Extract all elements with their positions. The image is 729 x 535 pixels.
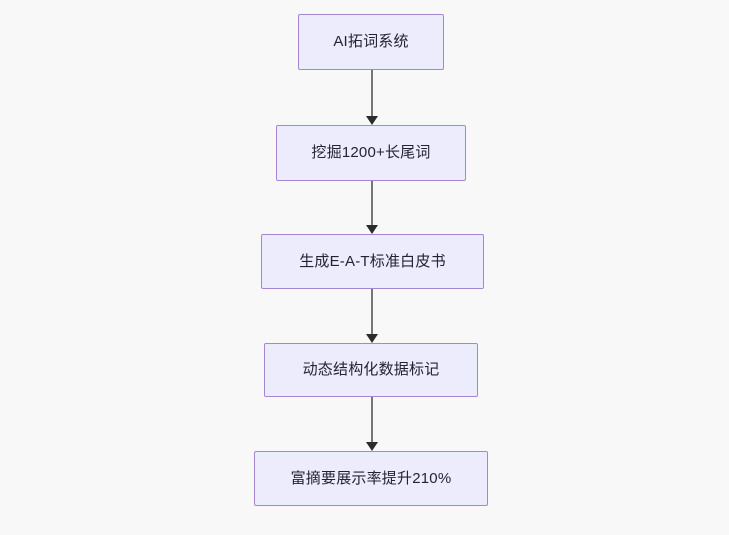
flow-node-label: 挖掘1200+长尾词 [311, 144, 431, 161]
flow-node-generate-eat-whitepaper[interactable]: 生成E-A-T标准白皮书 [261, 234, 484, 289]
flow-node-label: AI拓词系统 [333, 33, 409, 50]
flow-node-label: 富摘要展示率提升210% [290, 469, 452, 487]
arrowhead-icon [366, 116, 378, 125]
edge-line [371, 397, 373, 444]
arrowhead-icon [366, 442, 378, 451]
flow-node-ai-keyword-system[interactable]: AI拓词系统 [298, 14, 444, 70]
flow-edge-3 [366, 289, 378, 343]
flow-node-label: 生成E-A-T标准白皮书 [299, 252, 446, 270]
edge-line [371, 181, 373, 227]
flow-edge-1 [366, 70, 378, 125]
edge-line [371, 289, 373, 336]
flow-node-rich-snippet-uplift[interactable]: 富摘要展示率提升210% [254, 451, 488, 506]
flow-node-dynamic-structured-data[interactable]: 动态结构化数据标记 [264, 343, 478, 397]
arrowhead-icon [366, 334, 378, 343]
flow-node-mine-longtail-keywords[interactable]: 挖掘1200+长尾词 [276, 125, 466, 181]
flow-edge-2 [366, 181, 378, 234]
flow-edge-4 [366, 397, 378, 451]
arrowhead-icon [366, 225, 378, 234]
flow-node-label: 动态结构化数据标记 [302, 361, 440, 378]
edge-line [371, 70, 373, 118]
